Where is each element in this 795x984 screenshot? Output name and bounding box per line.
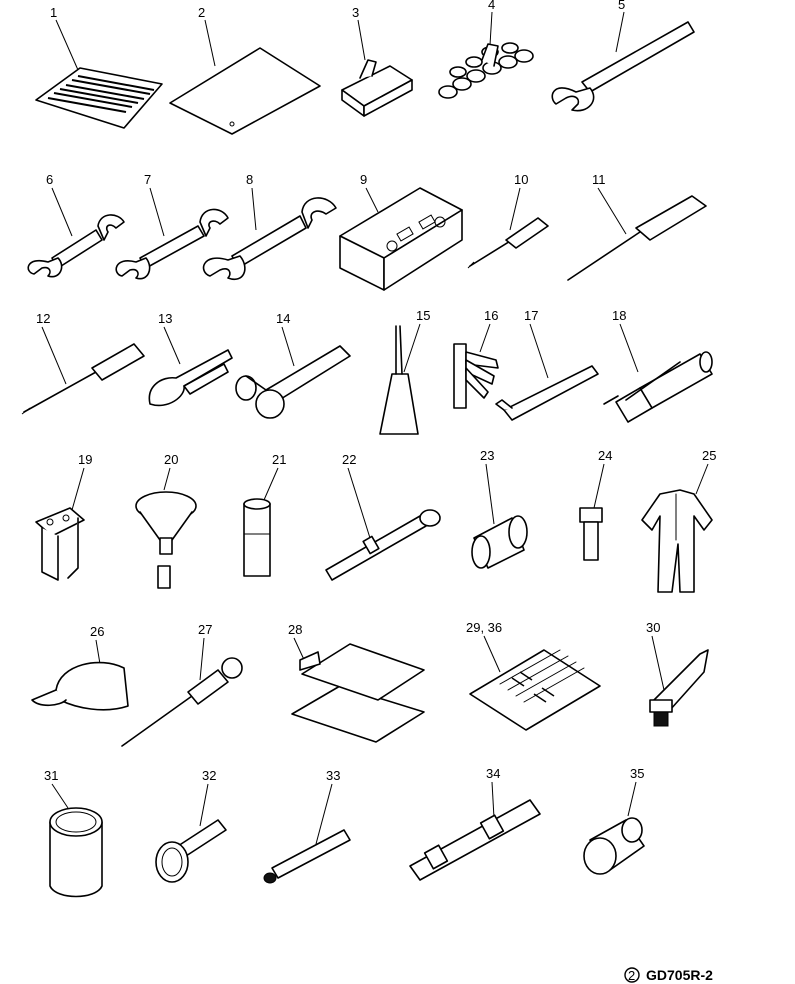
part-7-illustration: 7 [115, 172, 229, 280]
part-23-illustration: 23 [471, 448, 528, 569]
part-label-5: 5 [618, 0, 625, 12]
part-30-illustration: 30 [646, 620, 709, 727]
part-17-illustration: 17 [495, 308, 599, 421]
part-label-34: 34 [486, 766, 500, 781]
part-15-illustration: 15 [379, 308, 430, 435]
part-31-illustration: 31 [44, 768, 103, 898]
part-label-32: 32 [202, 768, 216, 783]
part-33-illustration: 33 [263, 768, 351, 884]
part-21-illustration: 21 [243, 452, 286, 577]
part-label-28: 28 [288, 622, 302, 637]
part-34-illustration: 34 [409, 766, 541, 881]
part-14-illustration: 14 [235, 311, 351, 419]
part-label-11: 11 [592, 172, 606, 187]
part-label-17: 17 [524, 308, 538, 323]
part-label-13: 13 [158, 311, 172, 326]
part-label-7: 7 [144, 172, 151, 187]
part-18-illustration: 18 [603, 308, 713, 423]
part-9-illustration: 9 [339, 172, 463, 291]
part-label-16: 16 [484, 308, 498, 323]
part-label-8: 8 [246, 172, 253, 187]
part-label-10: 10 [514, 172, 528, 187]
part-label-30: 30 [646, 620, 660, 635]
drawing-code: GD705R-2 [646, 967, 713, 983]
part-11-illustration: 11 [567, 172, 707, 281]
part-label-33: 33 [326, 768, 340, 783]
part-label-12: 12 [36, 311, 50, 326]
part-2-illustration: 2 [169, 5, 321, 135]
part-label-21: 21 [272, 452, 286, 467]
part-26-illustration: 26 [31, 624, 129, 711]
part-20-illustration: 20 [135, 452, 197, 589]
part-12-illustration: 12 [21, 311, 145, 415]
part-label-25: 25 [702, 448, 716, 463]
part-label-1: 1 [50, 5, 57, 20]
part-27-illustration: 27 [121, 622, 243, 747]
part-32-illustration: 32 [155, 768, 227, 883]
part-label-22: 22 [342, 452, 356, 467]
part-label-6: 6 [46, 172, 53, 187]
part-22-illustration: 22 [325, 452, 441, 581]
part-label-2: 2 [198, 5, 205, 20]
part-16-illustration: 16 [453, 308, 499, 409]
part-label-15: 15 [416, 308, 430, 323]
part-25-illustration: 25 [641, 448, 716, 593]
drawing-code-block: 2 GD705R-2 [624, 967, 713, 983]
part-5-illustration: 5 [551, 0, 695, 112]
part-label-27: 27 [198, 622, 212, 637]
part-label-3: 3 [352, 5, 359, 20]
part-3-illustration: 3 [341, 5, 413, 117]
part-13-illustration: 13 [148, 311, 233, 407]
part-35-illustration: 35 [583, 766, 645, 875]
part-28-illustration: 28 [288, 622, 425, 743]
part-label-26: 26 [90, 624, 104, 639]
revision-mark: 2 [628, 968, 635, 983]
part-label-24: 24 [598, 448, 612, 463]
part-1-illustration: 1 [35, 5, 163, 129]
part-label-18: 18 [612, 308, 626, 323]
part-8-illustration: 8 [202, 172, 337, 281]
part-label-9: 9 [360, 172, 367, 187]
part-19-illustration: 19 [35, 452, 92, 581]
part-4-illustration: 4 [438, 0, 534, 99]
part-label-19: 19 [78, 452, 92, 467]
part-label-29-36: 29, 36 [466, 620, 502, 635]
part-label-4: 4 [488, 0, 495, 12]
part-label-14: 14 [276, 311, 290, 326]
part-label-23: 23 [480, 448, 494, 463]
part-29-36-illustration: 29, 36 [466, 620, 601, 731]
part-label-20: 20 [164, 452, 178, 467]
part-10-illustration: 10 [467, 172, 549, 269]
part-6-illustration: 6 [27, 172, 125, 278]
part-label-31: 31 [44, 768, 58, 783]
part-label-35: 35 [630, 766, 644, 781]
part-24-illustration: 24 [579, 448, 612, 561]
